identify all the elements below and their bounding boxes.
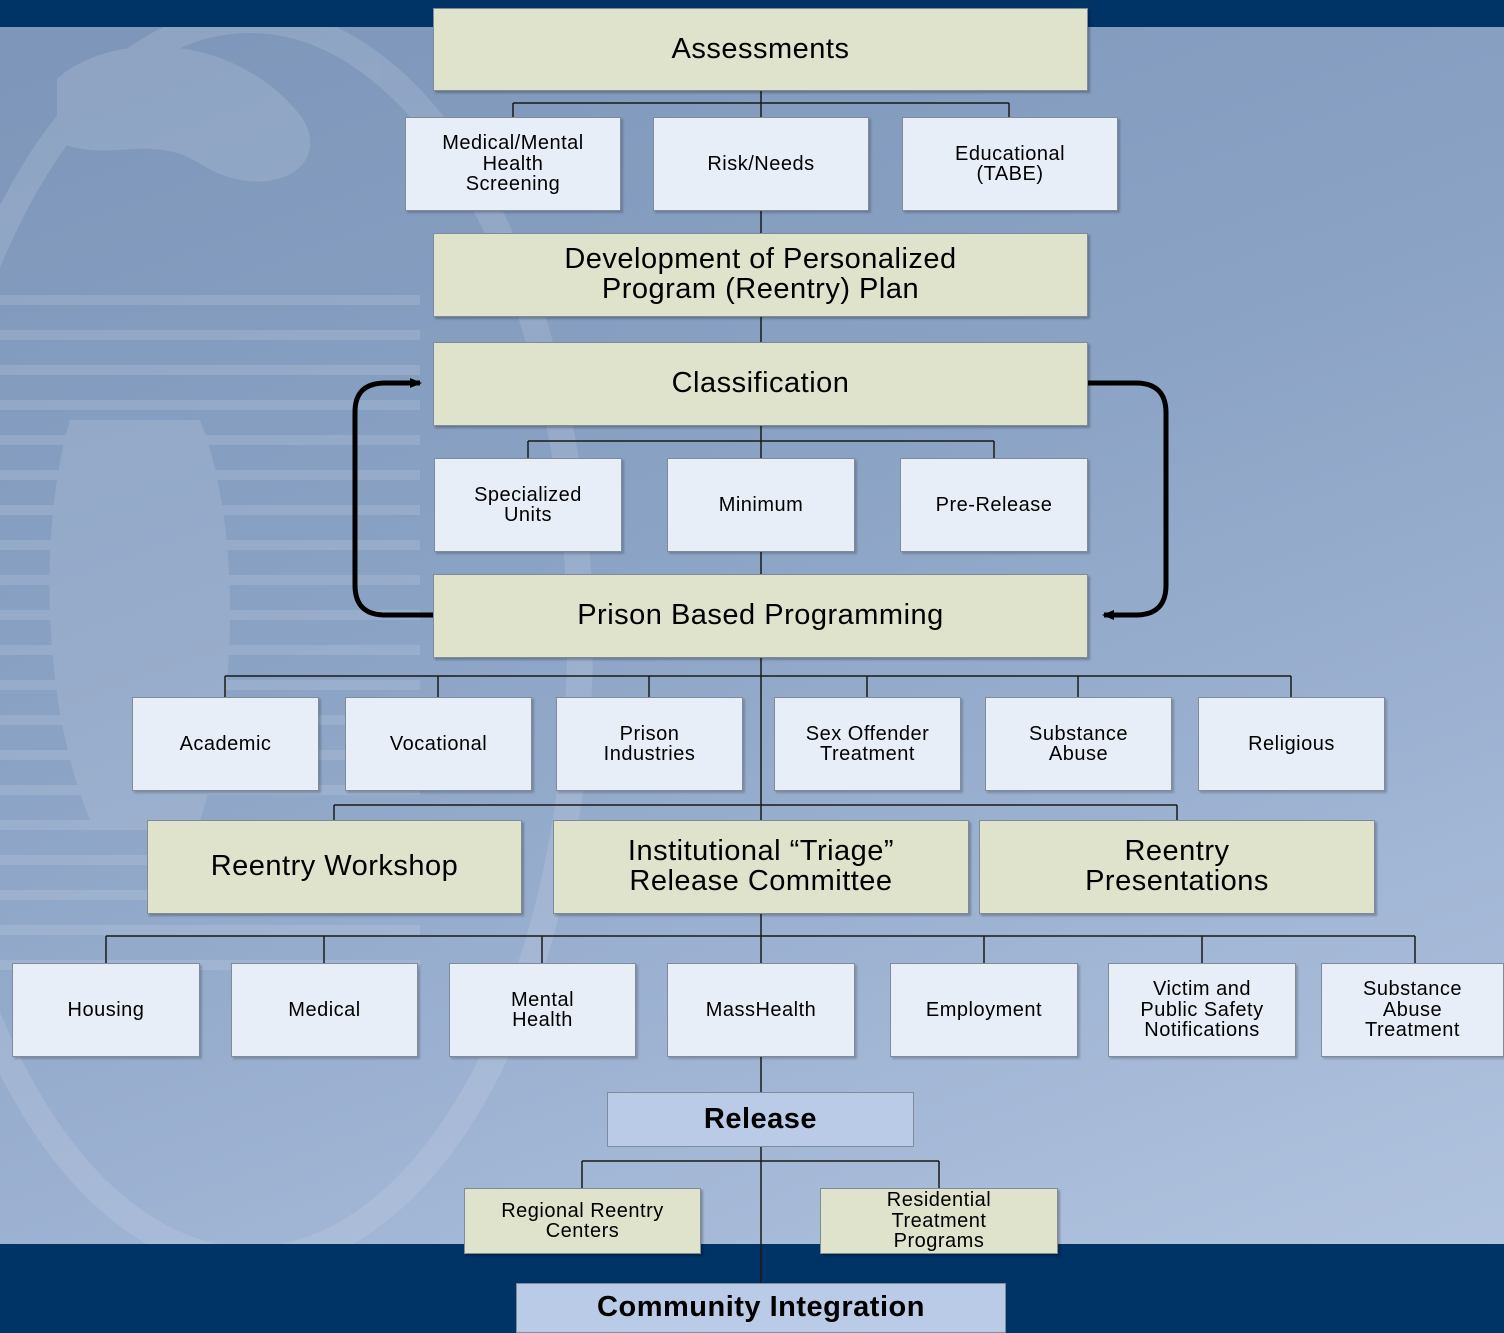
triage-substance-abuse-treatment-box: Substance Abuse Treatment	[1321, 963, 1504, 1057]
triage-item-label: MassHealth	[705, 998, 817, 1021]
community-integration-box: Community Integration	[516, 1283, 1006, 1333]
classification-specialized-units-box: Specialized Units	[434, 458, 622, 552]
assessment-item-label: Educational (TABE)	[954, 142, 1066, 185]
release-label: Release	[703, 1102, 818, 1135]
community-integration-label: Community Integration	[597, 1291, 925, 1324]
program-item-label: Vocational	[389, 732, 488, 755]
reentry-plan-label: Development of Personalized Program (Ree…	[564, 243, 957, 305]
triage-masshealth-box: MassHealth	[667, 963, 855, 1057]
assessment-item-label: Medical/Mental Health Screening	[442, 132, 584, 196]
triage-housing-box: Housing	[12, 963, 200, 1057]
assessment-item-label: Risk/Needs	[707, 152, 815, 175]
classification-label: Classification	[671, 367, 850, 400]
classification-minimum-box: Minimum	[667, 458, 855, 552]
release-item-label: Regional Reentry Centers	[501, 1199, 664, 1242]
program-academic-box: Academic	[132, 697, 319, 791]
triage-item-label: Housing	[67, 998, 145, 1021]
assessment-medical-mental-health-box: Medical/Mental Health Screening	[405, 117, 621, 211]
triage-item-label: Mental Health	[510, 988, 575, 1031]
prison-based-programming-box: Prison Based Programming	[433, 574, 1088, 658]
prison-based-programming-label: Prison Based Programming	[577, 599, 944, 632]
reentry-presentations-box: Reentry Presentations	[979, 820, 1375, 914]
triage-employment-box: Employment	[890, 963, 1078, 1057]
program-item-label: Substance Abuse	[1028, 722, 1128, 765]
release-item-label: Residential Treatment Programs	[886, 1189, 992, 1253]
classification-item-label: Specialized Units	[474, 483, 582, 526]
program-sex-offender-treatment-box: Sex Offender Treatment	[774, 697, 961, 791]
residential-treatment-programs-box: Residential Treatment Programs	[820, 1188, 1058, 1254]
reentry-workshop-label: Reentry Workshop	[210, 850, 459, 883]
triage-item-label: Employment	[925, 998, 1043, 1021]
assessment-risk-needs-box: Risk/Needs	[653, 117, 869, 211]
release-box: Release	[607, 1092, 914, 1147]
program-substance-abuse-box: Substance Abuse	[985, 697, 1172, 791]
triage-release-committee-box: Institutional “Triage” Release Committee	[553, 820, 969, 914]
program-prison-industries-box: Prison Industries	[556, 697, 743, 791]
triage-item-label: Victim and Public Safety Notifications	[1140, 978, 1264, 1042]
classification-pre-release-box: Pre-Release	[900, 458, 1088, 552]
assessment-educational-box: Educational (TABE)	[902, 117, 1118, 211]
reentry-presentations-label: Reentry Presentations	[1085, 835, 1269, 897]
program-item-label: Academic	[179, 732, 272, 755]
program-item-label: Religious	[1248, 732, 1335, 755]
triage-release-committee-label: Institutional “Triage” Release Committee	[627, 835, 895, 897]
triage-victim-notifications-box: Victim and Public Safety Notifications	[1108, 963, 1296, 1057]
assessments-box: Assessments	[433, 8, 1088, 91]
assessments-label: Assessments	[671, 32, 850, 65]
triage-mental-health-box: Mental Health	[449, 963, 636, 1057]
program-vocational-box: Vocational	[345, 697, 532, 791]
reentry-plan-box: Development of Personalized Program (Ree…	[433, 233, 1088, 317]
classification-item-label: Pre-Release	[935, 493, 1053, 516]
regional-reentry-centers-box: Regional Reentry Centers	[464, 1188, 701, 1254]
classification-box: Classification	[433, 342, 1088, 426]
reentry-workshop-box: Reentry Workshop	[147, 820, 522, 914]
program-item-label: Sex Offender Treatment	[805, 722, 930, 765]
program-religious-box: Religious	[1198, 697, 1385, 791]
triage-medical-box: Medical	[231, 963, 418, 1057]
triage-item-label: Medical	[288, 998, 361, 1021]
triage-item-label: Substance Abuse Treatment	[1362, 978, 1462, 1042]
program-item-label: Prison Industries	[603, 722, 696, 765]
classification-item-label: Minimum	[718, 493, 804, 516]
